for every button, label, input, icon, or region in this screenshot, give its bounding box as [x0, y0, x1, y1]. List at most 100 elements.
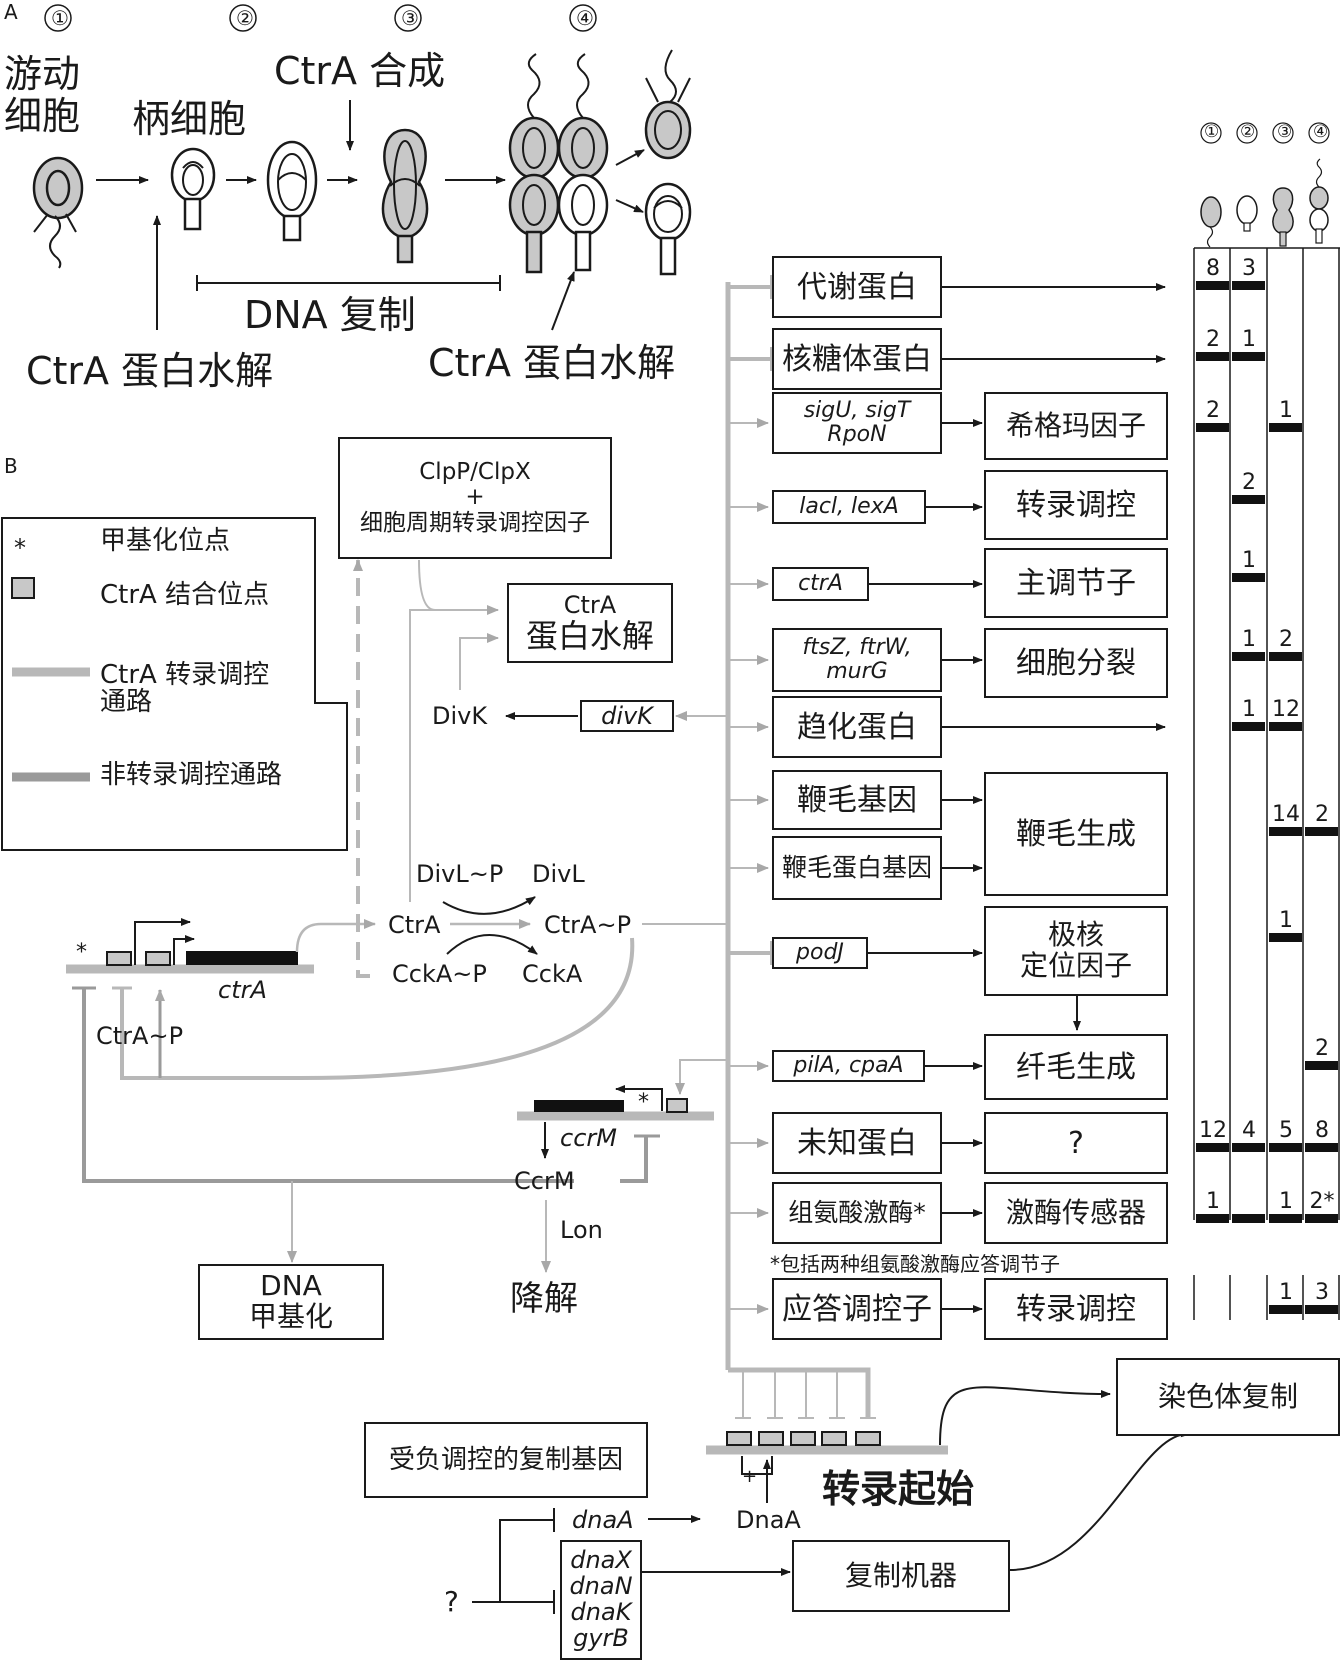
divk-gene-box: divK: [580, 700, 674, 732]
stalked-cell-label: 柄细胞: [132, 97, 247, 141]
expression-count: 2*: [1309, 1189, 1335, 1214]
dna-methylation-line1: DNA: [260, 1269, 322, 1303]
panel-a-label: A: [4, 0, 18, 24]
expression-count: 1: [1242, 627, 1256, 652]
expression-count: 2: [1242, 470, 1256, 495]
replication-machinery-box: 复制机器: [792, 1540, 1010, 1612]
expression-bar: [1232, 652, 1265, 661]
transcription-start-label: 转录起始: [822, 1467, 975, 1511]
expression-bar: [1305, 827, 1338, 836]
expression-table: [1193, 122, 1340, 1320]
stage-1-label: ①: [51, 6, 69, 30]
expression-count: 1: [1242, 548, 1256, 573]
expression-count: 4: [1242, 1118, 1256, 1143]
dna-replication-label: DNA 复制: [244, 293, 416, 337]
methylation-symbol: *: [14, 534, 26, 562]
negatively-regulated-genes-box: 受负调控的复制基因: [364, 1422, 648, 1498]
target-gene-box: 核糖体蛋白: [772, 328, 942, 390]
expression-count: 1: [1279, 1280, 1293, 1305]
table-column-header: ①: [1204, 122, 1220, 142]
expression-count: 8: [1315, 1118, 1329, 1143]
expression-bar: [1269, 722, 1302, 731]
ccrm-methylation-marker: *: [638, 1090, 649, 1115]
expression-bar: [1232, 1214, 1265, 1223]
clp-box: ClpP/ClpX + 细胞周期转录调控因子: [338, 437, 612, 559]
stage-3-label: ③: [401, 6, 419, 30]
target-gene-box: pilA, cpaA: [772, 1050, 925, 1082]
target-gene-box: 代谢蛋白: [772, 256, 942, 318]
ctra-p-feedback-label: CtrA~P: [96, 1022, 184, 1050]
expression-bar: [1305, 1143, 1338, 1152]
expression-bar: [1232, 1143, 1265, 1152]
target-function-box: 极核 定位因子: [984, 906, 1168, 996]
target-gene-box: 趋化蛋白: [772, 696, 942, 758]
target-gene-box: 鞭毛基因: [772, 770, 942, 830]
expression-count: 2: [1206, 398, 1220, 423]
clp-line1: ClpP/ClpX: [419, 459, 531, 486]
ctra-methylation-marker: *: [76, 940, 87, 965]
divl-label: DivL: [532, 860, 585, 888]
daughter-swarmer-icon: [644, 49, 692, 160]
proteolysis-label-2: CtrA 蛋白水解: [428, 341, 676, 385]
unknown-regulator-label: ?: [444, 1585, 459, 1618]
expression-bar: [1196, 352, 1229, 361]
table-header-cells: [1200, 122, 1330, 248]
expression-count: 2: [1315, 1036, 1329, 1061]
cell-cycle-panel: [32, 4, 692, 331]
expression-bar: [1269, 652, 1302, 661]
expression-bar: [1269, 827, 1302, 836]
target-gene-box: 组氨酸激酶*: [772, 1182, 942, 1244]
expression-count: 1: [1242, 327, 1256, 352]
degradation-label: 降解: [510, 1279, 578, 1319]
expression-bar: [1269, 1214, 1302, 1223]
target-function-box: 细胞分裂: [984, 628, 1168, 698]
target-function-box: 转录调控: [984, 1278, 1168, 1340]
proteolysis-label-1: CtrA 蛋白水解: [26, 349, 274, 393]
stage-2-label: ②: [236, 6, 254, 30]
expression-count: 12: [1272, 697, 1300, 722]
expression-bar: [1232, 495, 1265, 504]
legend-methylation-label: 甲基化位点: [100, 526, 231, 556]
target-function-box: 鞭毛生成: [984, 772, 1168, 896]
expression-bar: [1269, 933, 1302, 942]
expression-bar: [1269, 1143, 1302, 1152]
expression-count: 3: [1242, 256, 1256, 281]
expression-bar: [1232, 352, 1265, 361]
stage-markers: [44, 4, 597, 32]
ctra-synthesis-label: CtrA 合成: [274, 49, 446, 93]
ctra-gene-label: ctrA: [218, 976, 267, 1004]
daughter-stalked-icon: [644, 182, 692, 276]
swarmer-cell-label: 游动 细胞: [4, 52, 81, 138]
expression-count: 2: [1315, 802, 1329, 827]
expression-bar: [1232, 281, 1265, 290]
dna-methylation-line2: 甲基化: [248, 1300, 333, 1333]
expression-count: 1: [1206, 1189, 1220, 1214]
legend-transcriptional-label: CtrA 转录调控 通路: [100, 660, 270, 718]
expression-bar: [1305, 1214, 1338, 1223]
expression-bar: [1269, 1305, 1302, 1314]
target-function-box: 主调节子: [984, 548, 1168, 618]
expression-count: 8: [1206, 256, 1220, 281]
expression-count: 2: [1279, 627, 1293, 652]
ccrm-gene-label: ccrM: [560, 1124, 617, 1152]
target-function-box: 转录调控: [984, 470, 1168, 540]
ccka-label: CckA: [522, 960, 583, 988]
expression-count: 5: [1279, 1118, 1293, 1143]
expression-bar: [1232, 573, 1265, 582]
chromosome-replication-box: 染色体复制: [1116, 1358, 1340, 1436]
expression-bar: [1196, 1143, 1229, 1152]
expression-count: 14: [1272, 802, 1300, 827]
divk-protein-label: DivK: [432, 702, 488, 730]
expression-count: 3: [1315, 1280, 1329, 1305]
ccka-p-label: CckA~P: [392, 960, 487, 988]
expression-count: 1: [1242, 697, 1256, 722]
stalked-cell-icon: [170, 147, 216, 231]
proteolysis-line2: 蛋白水解: [525, 616, 654, 655]
dna-methylation-box: DNA 甲基化: [198, 1264, 384, 1340]
legend-binding-site-label: CtrA 结合位点: [100, 580, 270, 610]
ctra-label: CtrA: [388, 911, 441, 939]
dnaa-protein-label: DnaA: [736, 1506, 801, 1534]
stage-4-label: ④: [576, 6, 594, 30]
expression-count: 2: [1206, 327, 1220, 352]
ctra-p-label: CtrA~P: [544, 911, 632, 939]
